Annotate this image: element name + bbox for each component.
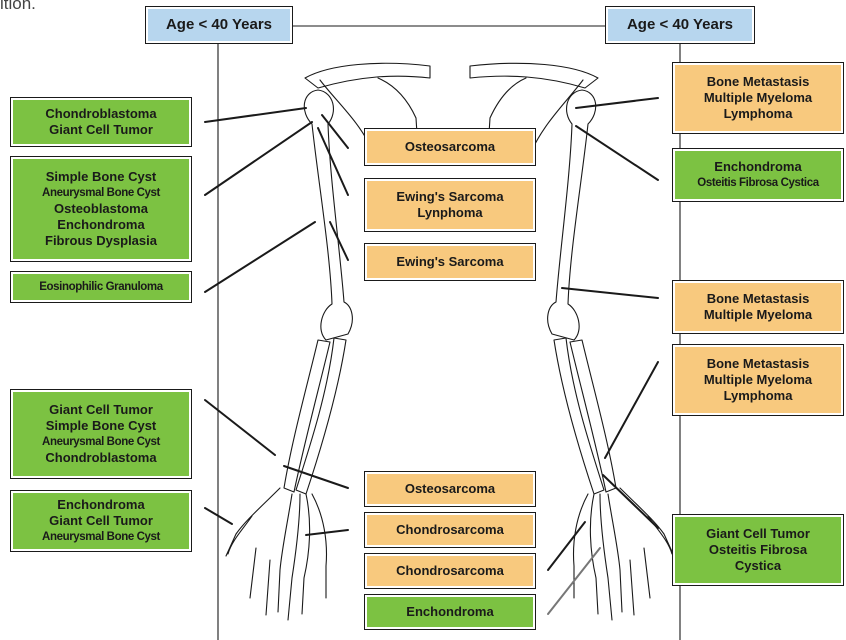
right-ulna — [570, 340, 616, 492]
label-line: Enchondroma — [57, 217, 144, 233]
label-line: Bone Metastasis — [707, 356, 810, 372]
label-line: Lynphoma — [417, 205, 482, 221]
label-line: Ewing's Sarcoma — [396, 189, 503, 205]
right-radius — [554, 338, 604, 494]
left-age-header: Age < 40 Years — [145, 6, 293, 44]
label-line: Osteitis Fibrosa — [709, 542, 807, 558]
label-line: Giant Cell Tumor — [49, 122, 153, 138]
right-clavicle — [470, 63, 598, 88]
label-line: Bone Metastasis — [707, 74, 810, 90]
label-line: Osteosarcoma — [405, 139, 495, 155]
left-finger-bones — [250, 548, 270, 615]
left-radius — [296, 338, 346, 494]
label-line: Giant Cell Tumor — [49, 402, 153, 418]
label-line: Chondrosarcoma — [396, 563, 504, 579]
right-age-header: Age < 40 Years — [605, 6, 755, 44]
label-center-top1: Osteosarcoma — [364, 128, 536, 166]
label-line: Osteosarcoma — [405, 481, 495, 497]
left-hand — [226, 488, 326, 620]
label-line: Cystica — [735, 558, 781, 574]
label-left-shaft-humerus: Eosinophilic Granuloma — [10, 271, 192, 303]
right-age-header-text: Age < 40 Years — [627, 17, 733, 33]
label-center-bottom1: Osteosarcoma — [364, 471, 536, 507]
label-left-mid-humerus: Simple Bone Cyst Aneurysmal Bone Cyst Os… — [10, 156, 192, 262]
label-center-bottom2: Chondrosarcoma — [364, 512, 536, 548]
label-line: Simple Bone Cyst — [46, 418, 157, 434]
label-line: Chondrosarcoma — [396, 522, 504, 538]
label-left-hand: Enchondroma Giant Cell Tumor Aneurysmal … — [10, 490, 192, 552]
label-center-top2: Ewing's Sarcoma Lynphoma — [364, 178, 536, 232]
right-finger-bones — [630, 548, 650, 615]
label-line: Aneurysmal Bone Cyst — [42, 434, 160, 450]
label-right-forearm: Bone Metastasis Multiple Myeloma Lymphom… — [672, 344, 844, 416]
label-line: Multiple Myeloma — [704, 372, 812, 388]
left-age-header-text: Age < 40 Years — [166, 17, 272, 33]
label-left-upper-humerus: Chondroblastoma Giant Cell Tumor — [10, 97, 192, 147]
label-line: Lymphoma — [724, 388, 793, 404]
label-line: Multiple Myeloma — [704, 307, 812, 323]
label-line: Giant Cell Tumor — [706, 526, 810, 542]
label-center-bottom4: Enchondroma — [364, 594, 536, 630]
label-line: Fibrous Dysplasia — [45, 233, 157, 249]
label-line: Aneurysmal Bone Cyst — [42, 529, 160, 545]
label-line: Aneurysmal Bone Cyst — [42, 185, 160, 201]
label-right-distal-humerus: Bone Metastasis Multiple Myeloma — [672, 280, 844, 334]
label-line: Chondroblastoma — [45, 106, 156, 122]
label-line: Lymphoma — [724, 106, 793, 122]
label-line: Ewing's Sarcoma — [396, 254, 503, 270]
label-right-upper-humerus: Bone Metastasis Multiple Myeloma Lymphom… — [672, 62, 844, 134]
label-line: Simple Bone Cyst — [46, 169, 157, 185]
label-right-proximal-shaft: Enchondroma Osteitis Fibrosa Cystica — [672, 148, 844, 202]
label-line: Enchondroma — [406, 604, 493, 620]
label-line: Osteoblastoma — [54, 201, 148, 217]
label-line: Osteitis Fibrosa Cystica — [697, 175, 818, 191]
label-line: Enchondroma — [714, 159, 801, 175]
right-humerus — [548, 90, 596, 340]
label-line: Enchondroma — [57, 497, 144, 513]
label-center-top3: Ewing's Sarcoma — [364, 243, 536, 281]
label-right-wrist: Giant Cell Tumor Osteitis Fibrosa Cystic… — [672, 514, 844, 586]
label-center-bottom3: Chondrosarcoma — [364, 553, 536, 589]
right-hand — [574, 488, 674, 620]
label-left-distal-radius: Giant Cell Tumor Simple Bone Cyst Aneury… — [10, 389, 192, 479]
left-humerus — [304, 90, 352, 340]
label-line: Eosinophilic Granuloma — [39, 279, 162, 295]
label-line: Bone Metastasis — [707, 291, 810, 307]
label-line: Multiple Myeloma — [704, 90, 812, 106]
label-line: Giant Cell Tumor — [49, 513, 153, 529]
label-line: Chondroblastoma — [45, 450, 156, 466]
